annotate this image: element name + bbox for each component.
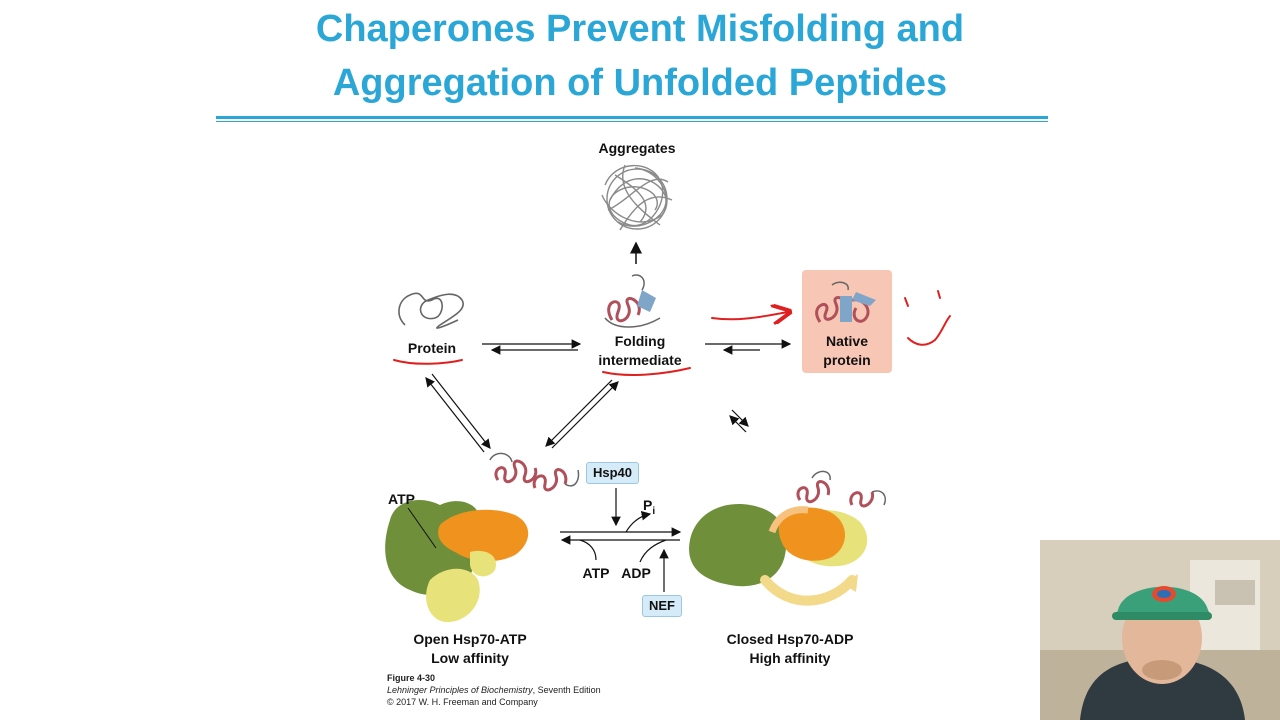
atp-in-curve (579, 539, 597, 561)
label-closed-line-2: High affinity (749, 650, 831, 666)
peptide-helices-right (796, 470, 886, 508)
caption-book-line: Lehninger Principles of Biochemistry, Se… (387, 685, 601, 695)
slide-title-line-2: Aggregation of Unfolded Peptides (332, 62, 948, 104)
caption-figure-number: Figure 4-30 (387, 673, 436, 683)
adp-out-curve (639, 539, 667, 563)
presenter-video-icon (1040, 540, 1280, 720)
native-protein-icon (815, 281, 876, 323)
arrow-protein-to-hsp70 (431, 373, 491, 449)
label-pi: Pi (643, 497, 656, 517)
atp-pointer-line (407, 507, 437, 549)
label-native-line-2: protein (823, 352, 871, 368)
arrow-intermediate-to-hsp70 (545, 379, 613, 447)
handwritten-annotations (393, 290, 951, 376)
hsp70-closed-structure (689, 504, 868, 606)
arrow-hsp70-to-intermediate (551, 381, 619, 449)
slide-title-line-1: Chaperones Prevent Misfolding and (315, 8, 965, 50)
hsp70-open-structure (385, 500, 529, 623)
annotation-underline-protein (393, 359, 463, 365)
label-atp-bound: ATP (388, 491, 415, 507)
arrow-hsp70-to-protein (425, 377, 485, 453)
label-folding-line-1: Folding (614, 333, 666, 349)
label-native-line-1: Native (825, 333, 869, 349)
label-atp-cycle: ATP (582, 565, 610, 581)
folding-intermediate-icon (604, 274, 661, 328)
presenter-webcam-video (1040, 540, 1280, 720)
annotation-underline-intermediate (602, 367, 691, 376)
label-protein: Protein (407, 340, 457, 356)
peptide-helices-left (489, 452, 580, 492)
aggregates-tangle (601, 164, 673, 231)
title-rule (216, 116, 1048, 119)
annotation-red-arrow (711, 312, 788, 319)
label-aggregates: Aggregates (598, 140, 676, 156)
annotation-ticks (904, 290, 941, 307)
label-open-line-1: Open Hsp70-ATP (413, 631, 527, 647)
caption-copyright: © 2017 W. H. Freeman and Company (387, 697, 538, 707)
hsp40-box: Hsp40 (586, 462, 640, 484)
arrow-closed-equilibrium-b (729, 415, 747, 433)
label-open-line-2: Low affinity (431, 650, 509, 666)
label-adp-cycle: ADP (621, 565, 651, 581)
title-rule-thin (216, 121, 1048, 122)
annotation-check (907, 315, 951, 346)
figure-caption: Figure 4-30 Lehninger Principles of Bioc… (387, 672, 601, 708)
arrow-pi-release (625, 510, 652, 533)
nef-box: NEF (642, 595, 682, 617)
label-closed-line-1: Closed Hsp70-ADP (726, 631, 854, 647)
unfolded-protein-icon (398, 292, 464, 329)
arrow-closed-equilibrium-a (731, 409, 749, 427)
label-folding-line-2: intermediate (598, 352, 682, 368)
